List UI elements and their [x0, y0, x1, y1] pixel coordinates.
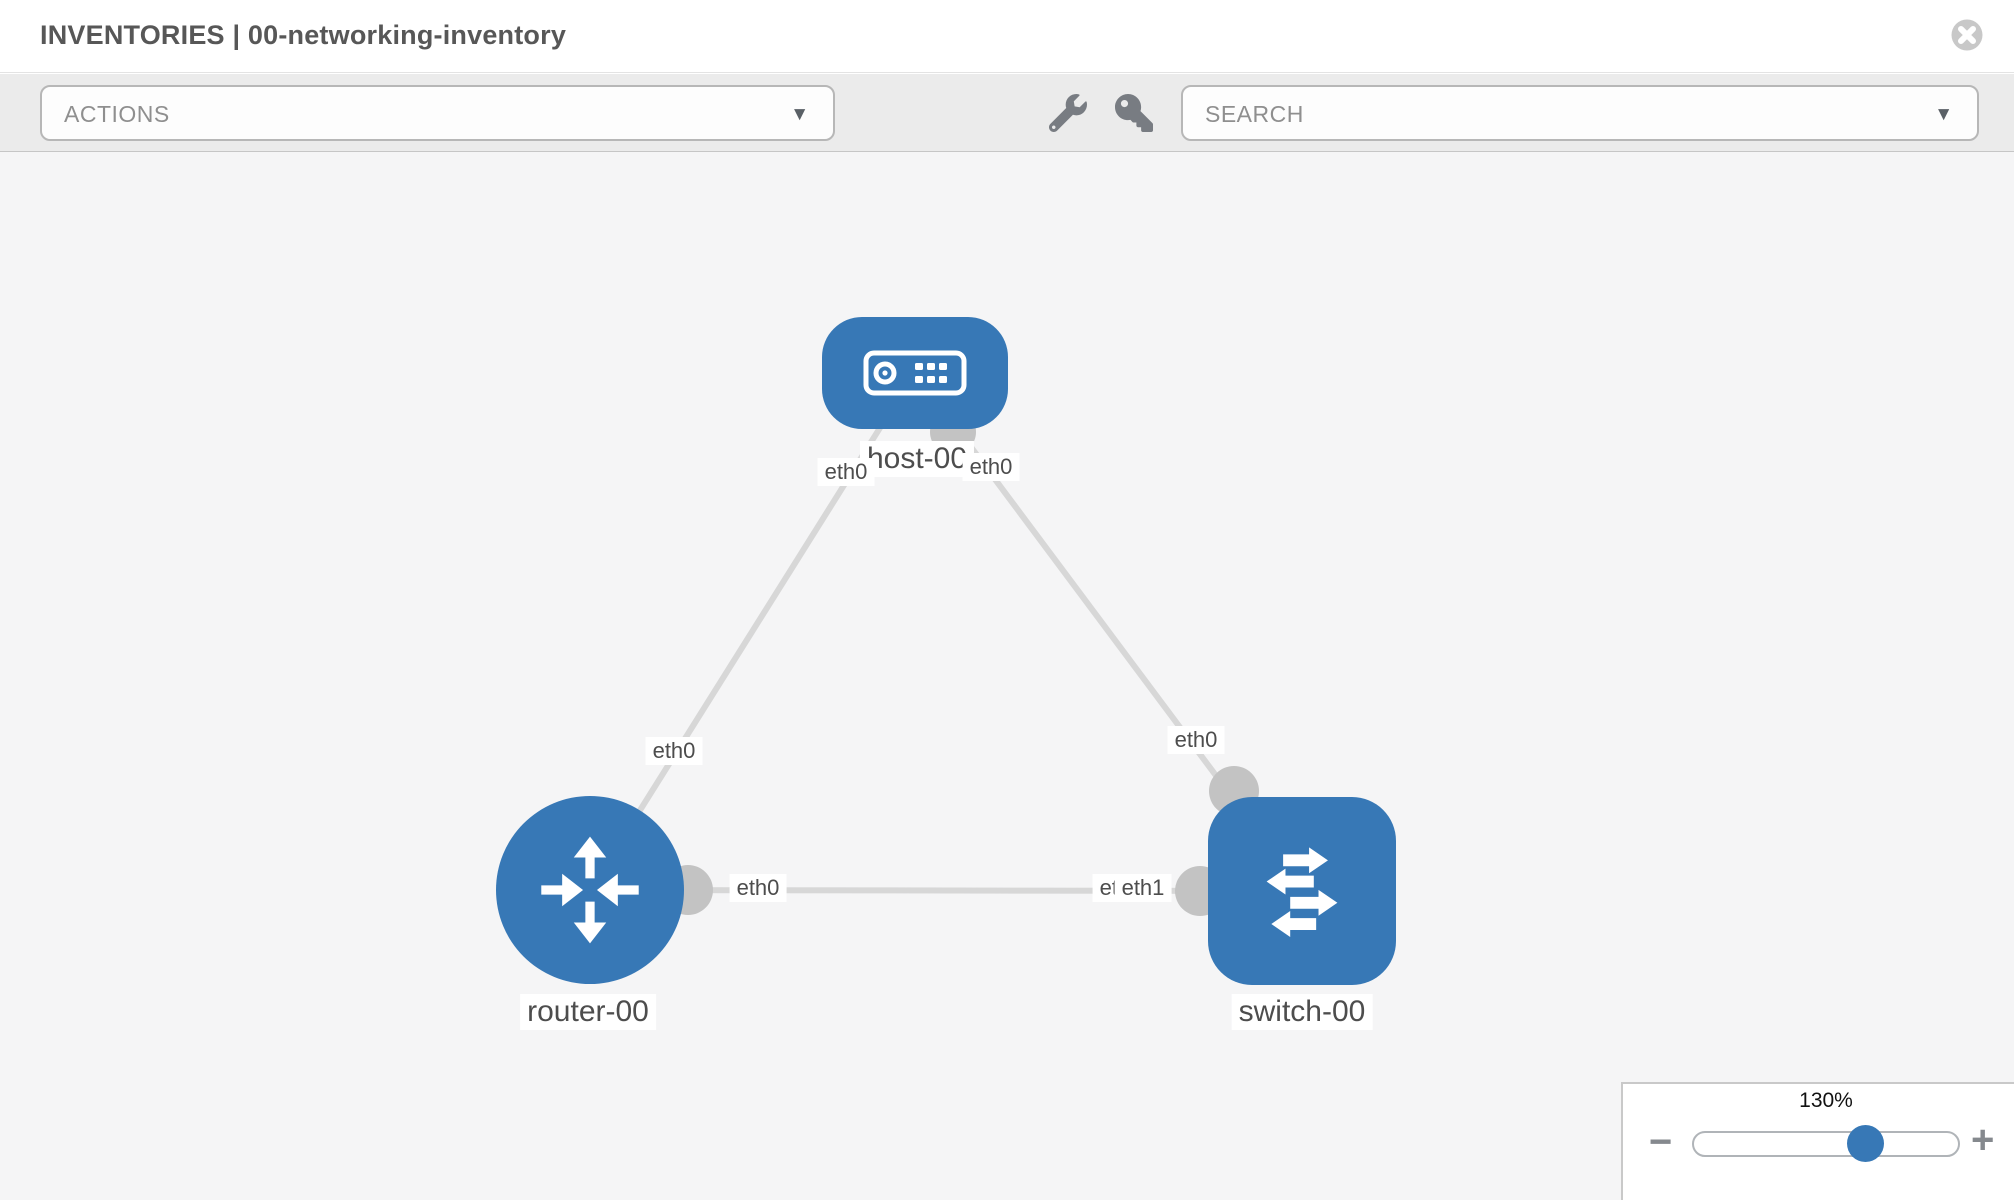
- zoom-slider-thumb[interactable]: [1847, 1125, 1884, 1162]
- host-icon: [863, 350, 967, 396]
- interface-label-switch-eth1: eth1: [1114, 874, 1172, 902]
- page-title: INVENTORIES | 00-networking-inventory: [40, 20, 567, 50]
- zoom-out-button[interactable]: −: [1649, 1120, 1673, 1164]
- close-icon: [1951, 19, 1983, 51]
- interface-label-host-switch-eth0: eth0: [1167, 726, 1225, 754]
- node-label-router-00: router-00: [520, 994, 656, 1030]
- zoom-in-button[interactable]: +: [1971, 1118, 1995, 1162]
- topology-canvas[interactable]: host-00 eth0 eth0 eth0 eth0 eth0 eth0 et…: [0, 152, 2014, 1200]
- zoom-panel: 130% − +: [1621, 1082, 2014, 1200]
- tools-button[interactable]: [1046, 92, 1090, 136]
- node-label-host-00: host-00: [859, 441, 975, 477]
- switch-icon-node[interactable]: [1208, 797, 1396, 985]
- search-placeholder: SEARCH: [1205, 101, 1304, 127]
- close-button[interactable]: [1950, 18, 1984, 52]
- interface-label-host-right-eth0: eth0: [962, 453, 1020, 481]
- switch-icon: [1266, 847, 1338, 938]
- wrench-icon: [1048, 93, 1087, 132]
- chevron-down-icon: ▼: [790, 104, 809, 125]
- interface-label-router-eth0: eth0: [729, 874, 787, 902]
- credentials-button[interactable]: [1112, 92, 1156, 136]
- actions-dropdown-label: ACTIONS: [64, 101, 170, 127]
- zoom-level-value: 130%: [1799, 1089, 1853, 1112]
- node-host-00[interactable]: [822, 317, 1008, 429]
- toolbar: ACTIONS ▼ SEARCH ▼: [0, 74, 2014, 152]
- node-router-00[interactable]: [496, 796, 684, 984]
- zoom-slider-track[interactable]: [1692, 1131, 1960, 1157]
- header: INVENTORIES | 00-networking-inventory: [0, 0, 2014, 73]
- interface-label-router-host-eth0: eth0: [645, 737, 703, 765]
- node-label-switch-00: switch-00: [1231, 994, 1373, 1030]
- key-icon: [1115, 93, 1153, 132]
- topology-edges: [587, 370, 1305, 916]
- interface-label-host-left-eth0: eth0: [817, 458, 875, 486]
- search-dropdown[interactable]: SEARCH ▼: [1181, 85, 1979, 141]
- actions-dropdown[interactable]: ACTIONS ▼: [40, 85, 835, 141]
- router-icon: [541, 836, 639, 944]
- chevron-down-icon: ▼: [1934, 104, 1953, 125]
